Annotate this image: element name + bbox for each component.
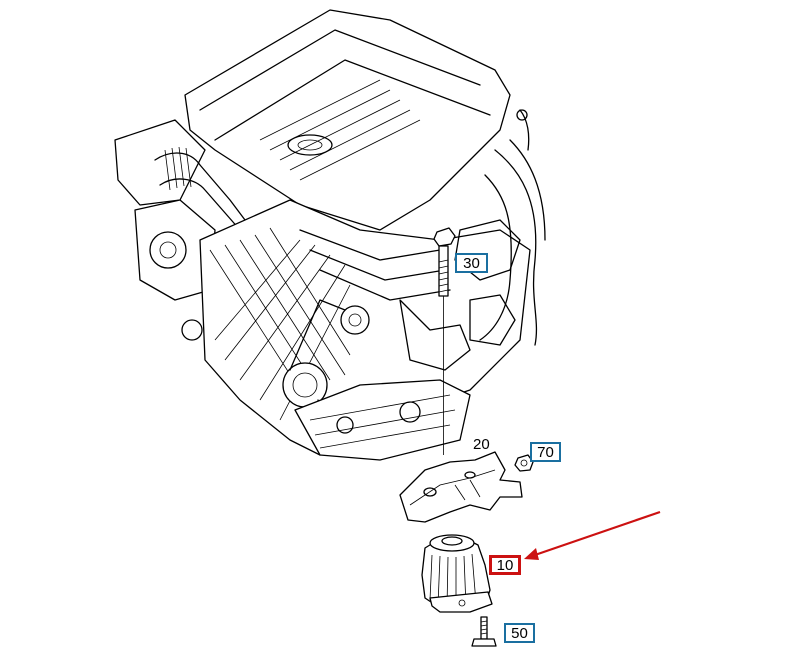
engine-mount-10 (421, 534, 493, 613)
part-label-10: 10 (489, 555, 521, 575)
highlight-arrow (524, 510, 661, 560)
part-label-70: 70 (530, 442, 561, 462)
part-number-30: 30 (463, 254, 480, 272)
part-number-10: 10 (496, 556, 514, 574)
nut-70 (514, 454, 534, 472)
engine-assembly (114, 9, 546, 461)
part-label-30: 30 (455, 253, 488, 273)
bolt-50 (471, 616, 497, 647)
bracket-20 (399, 451, 523, 523)
part-label-50: 50 (504, 623, 535, 643)
bolt-30 (433, 227, 456, 455)
part-number-20: 20 (473, 436, 490, 453)
part-number-70: 70 (537, 443, 554, 461)
part-number-50: 50 (511, 624, 528, 642)
part-label-20: 20 (473, 437, 490, 452)
